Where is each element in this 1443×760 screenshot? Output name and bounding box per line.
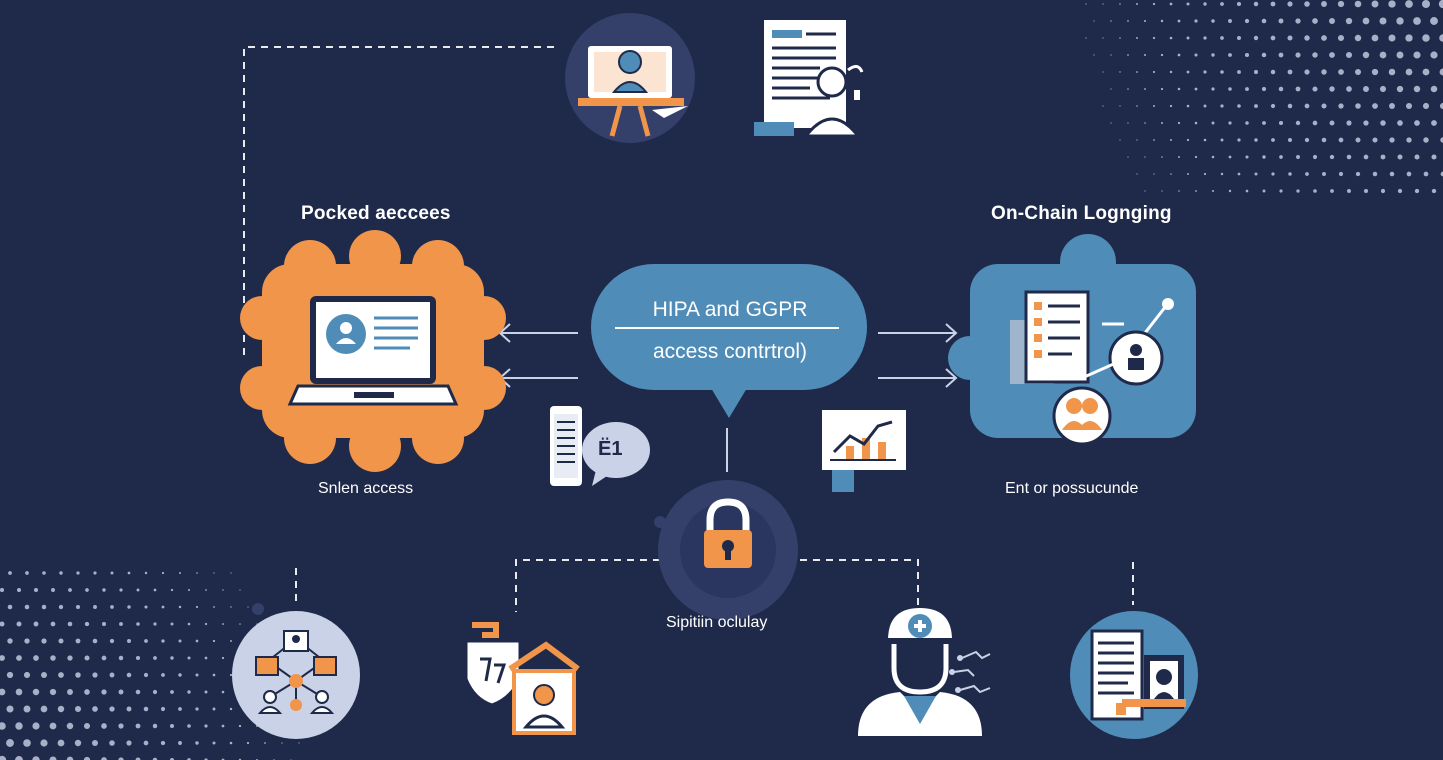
- document-reader-icon: [754, 20, 864, 138]
- arrow-left-1: [498, 323, 578, 343]
- padlock-icon[interactable]: [648, 470, 808, 630]
- chat-bubble-icon: [582, 422, 650, 486]
- laptop-profile-icon[interactable]: [240, 230, 506, 472]
- arrow-right-2: [878, 368, 958, 388]
- center-title-line1: HIPA and GGPR: [652, 298, 808, 321]
- mobile-list-icon: [550, 406, 582, 486]
- dashed-connector-lock-left: [515, 559, 660, 612]
- doctor-icon: [858, 608, 991, 736]
- presentation-user-icon: [565, 13, 695, 143]
- center-title-line2: access contrtrol): [652, 340, 808, 363]
- left-heading: Pocked aeccees: [301, 203, 451, 224]
- center-speech-bubble: [591, 264, 867, 418]
- analytics-board-icon: [822, 410, 906, 492]
- arrow-right-1: [878, 323, 958, 343]
- chat-bubble-text: Ё1: [598, 438, 623, 460]
- shield-home-user-icon: [464, 622, 580, 735]
- dashed-connector-lock-right: [800, 559, 919, 605]
- network-users-icon: [232, 603, 360, 739]
- lock-caption: Sipitiin oclulay: [666, 614, 768, 631]
- arrow-left-2: [498, 368, 578, 388]
- documents-network-icon[interactable]: [948, 234, 1208, 468]
- right-caption: Ent or possucunde: [1005, 480, 1139, 497]
- id-document-icon: [1070, 611, 1198, 739]
- left-caption: Snlen access: [318, 480, 414, 497]
- right-heading: On-Chain Lognging: [991, 203, 1172, 224]
